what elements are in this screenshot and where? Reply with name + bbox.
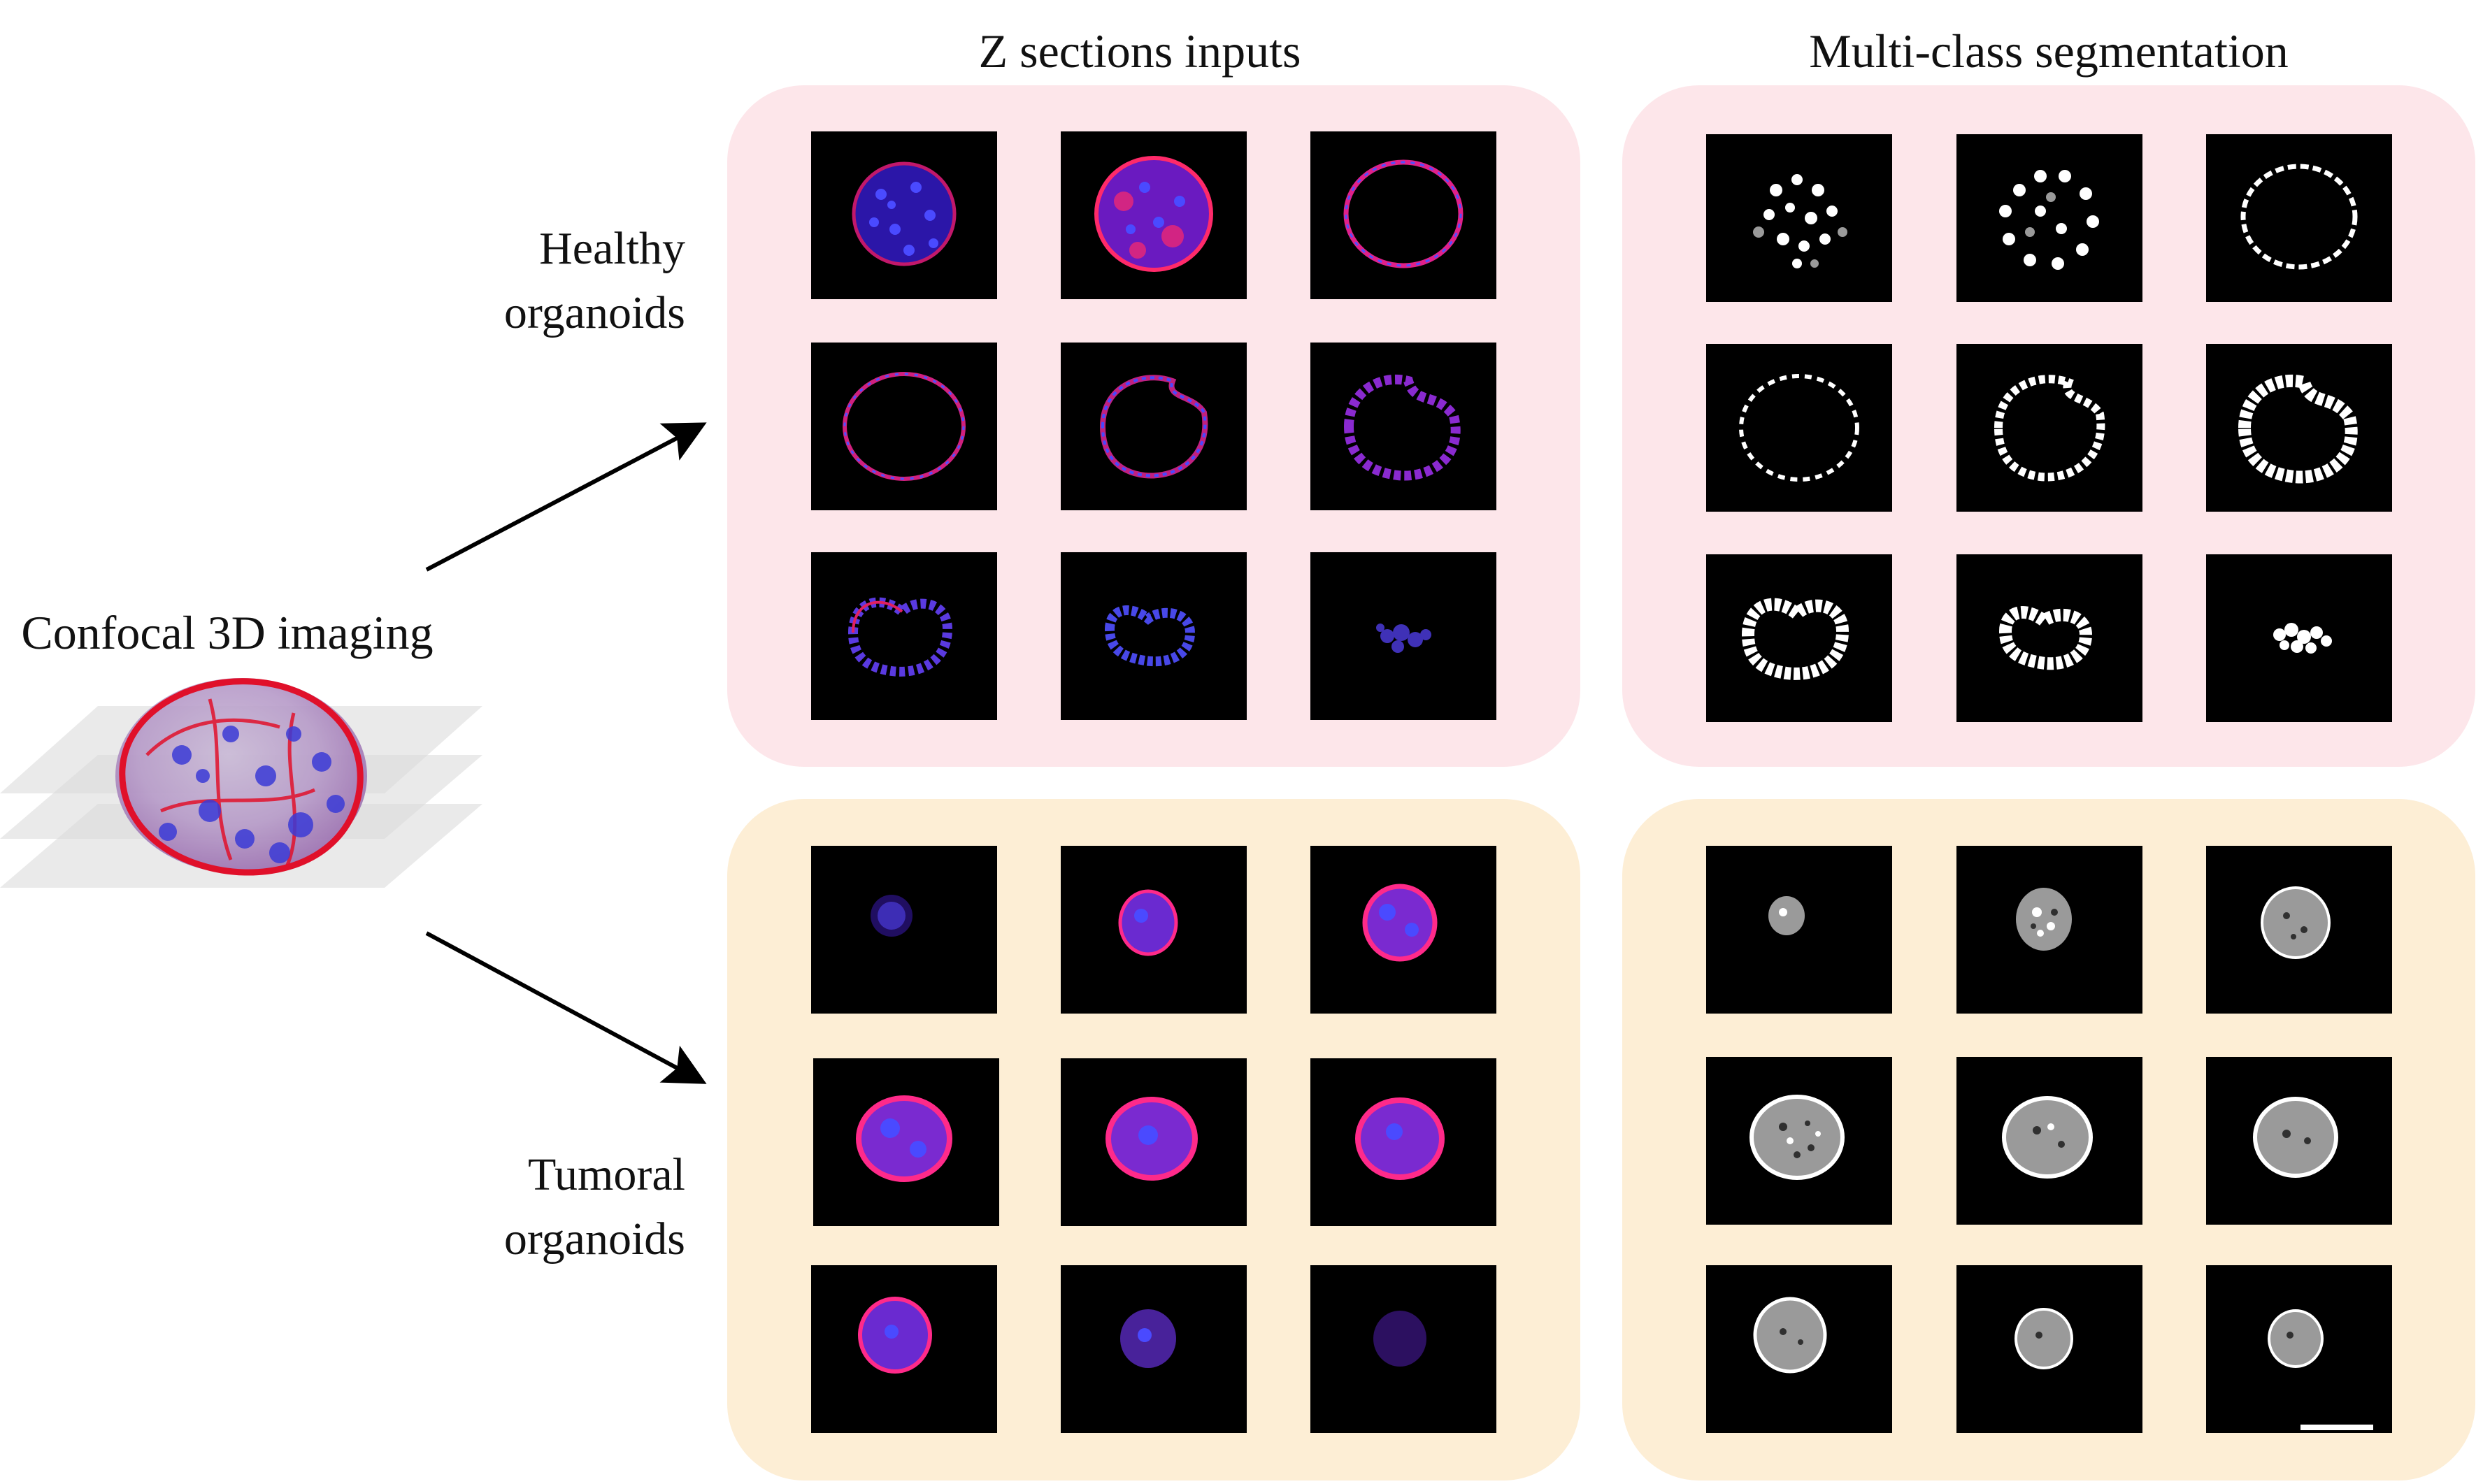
- tumoral-segmentation-mask: [1706, 1265, 1892, 1433]
- organoid-3d: [115, 678, 367, 876]
- healthy-segmentation-mask: [2206, 134, 2392, 302]
- healthy-segmentation-mask: [1956, 134, 2142, 302]
- tumoral-input-slice: [1061, 1265, 1247, 1433]
- confocal-imaging-label: Confocal 3D imaging: [21, 606, 434, 659]
- tumoral-segmentation-mask: [1956, 1265, 2142, 1433]
- tumoral-input-slice: [811, 846, 997, 1014]
- healthy-input-slice: [811, 131, 997, 299]
- healthy-segmentation-mask: [1956, 554, 2142, 722]
- healthy-segmentation-mask: [1706, 134, 1892, 302]
- tumoral-input-slice: [1310, 1058, 1496, 1226]
- healthy-input-slice: [1061, 131, 1247, 299]
- tumoral-segmentation-mask: [2206, 1265, 2392, 1433]
- tumoral-input-slice: [813, 1058, 999, 1226]
- healthy-input-slice: [1310, 343, 1496, 510]
- tumoral-input-slice: [1061, 1058, 1247, 1226]
- tumoral-segmentation-mask: [1706, 1057, 1892, 1225]
- tumoral-segmentation-mask: [1956, 1057, 2142, 1225]
- tumoral-organoids-label: Tumoral organoids: [392, 1143, 685, 1272]
- healthy-organoids-label: Healthy organoids: [392, 217, 685, 345]
- tumoral-segmentation-mask: [2206, 846, 2392, 1014]
- tumoral-segmentation-mask: [1956, 846, 2142, 1014]
- healthy-segmentation-mask: [2206, 554, 2392, 722]
- healthy-segmentation-mask: [1706, 344, 1892, 512]
- healthy-input-slice: [811, 343, 997, 510]
- tumoral-label-line2: organoids: [503, 1213, 685, 1265]
- arrow-to-tumoral: [425, 931, 707, 1084]
- z-sections-title: Z sections inputs: [978, 24, 1301, 78]
- tumoral-input-slice: [1061, 846, 1247, 1014]
- tumoral-segmentation-mask: [1706, 846, 1892, 1014]
- healthy-input-slice: [1310, 552, 1496, 720]
- tumoral-label-line1: Tumoral: [528, 1149, 685, 1200]
- arrow-to-healthy: [425, 422, 707, 572]
- healthy-input-slice: [811, 552, 997, 720]
- healthy-input-slice: [1310, 131, 1496, 299]
- healthy-label-line1: Healthy: [539, 223, 685, 274]
- healthy-segmentation-mask: [1706, 554, 1892, 722]
- segmentation-title: Multi-class segmentation: [1809, 24, 2289, 78]
- healthy-label-line2: organoids: [503, 287, 685, 338]
- tumoral-segmentation-mask: [2206, 1057, 2392, 1225]
- tumoral-input-slice: [1310, 1265, 1496, 1433]
- healthy-input-slice: [1061, 552, 1247, 720]
- scale-bar: [2300, 1425, 2373, 1430]
- healthy-input-slice: [1061, 343, 1247, 510]
- healthy-segmentation-mask: [1956, 344, 2142, 512]
- healthy-segmentation-mask: [2206, 344, 2392, 512]
- confocal-volume-illustration: [0, 678, 482, 888]
- tumoral-input-slice: [1310, 846, 1496, 1014]
- tumoral-input-slice: [811, 1265, 997, 1433]
